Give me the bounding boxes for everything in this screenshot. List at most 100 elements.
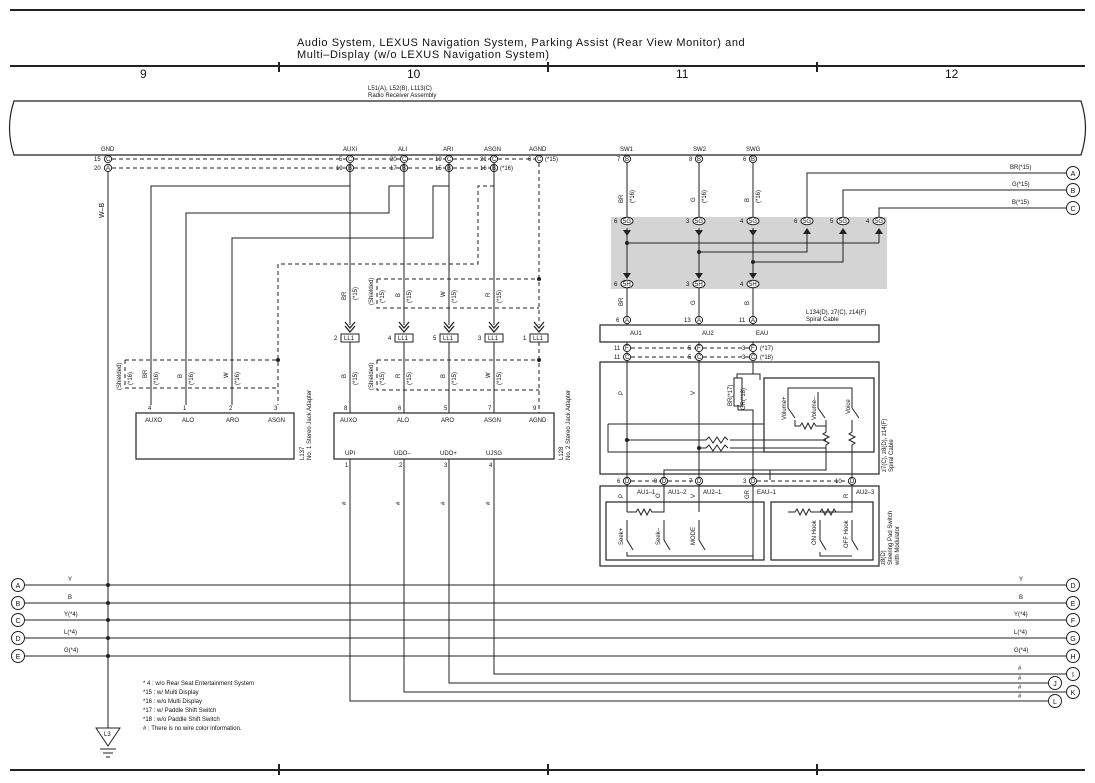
svg-text:20: 20	[94, 166, 101, 172]
svg-text:4: 4	[148, 406, 152, 412]
svg-text:11: 11	[614, 355, 621, 361]
terminal	[489, 154, 499, 164]
terminal	[103, 163, 113, 173]
svg-text:15: 15	[94, 157, 101, 163]
svg-text:B: B	[441, 374, 447, 378]
svg-text:B: B	[1071, 188, 1076, 195]
svg-text:17: 17	[390, 166, 397, 172]
diagram-title-line1: Audio System, LEXUS Navigation System, P…	[297, 37, 745, 49]
svg-text:(*16): (*16)	[702, 190, 708, 203]
svg-text:P: P	[619, 494, 625, 498]
offpage-connector-b	[11, 596, 25, 610]
svg-text:* 4 : w/o Rear Seat Entertainm: * 4 : w/o Rear Seat Entertainment System	[143, 681, 254, 687]
terminal	[345, 154, 355, 164]
svg-text:15: 15	[435, 166, 442, 172]
offpage-connector-d-right	[1066, 578, 1080, 592]
svg-text:(*15): (*15)	[380, 372, 386, 385]
svg-text:B(*15): B(*15)	[1012, 200, 1029, 206]
svg-text:5H: 5H	[749, 282, 757, 288]
svg-text:#: #	[396, 501, 402, 505]
svg-text:3: 3	[478, 336, 482, 342]
svg-text:G: G	[691, 300, 697, 305]
ground-symbol-icon	[95, 727, 121, 747]
terminal	[622, 154, 632, 164]
svg-text:J: J	[1053, 681, 1057, 688]
jack2-code: L128	[559, 446, 565, 460]
switch-code: z8(D)	[881, 550, 887, 565]
svg-text:1: 1	[183, 406, 187, 412]
svg-text:G(*4): G(*4)	[1014, 648, 1028, 654]
svg-text:A: A	[625, 318, 629, 324]
spiral-cable-body	[599, 361, 880, 475]
svg-text:(*15): (*15)	[497, 290, 503, 303]
svg-text:D: D	[15, 636, 20, 643]
svg-text:5: 5	[688, 355, 692, 361]
svg-text:6: 6	[616, 318, 620, 324]
offpage-connector-h	[1066, 649, 1080, 663]
svg-text:(*16): (*16)	[235, 372, 241, 385]
svg-text:5: 5	[830, 219, 834, 225]
svg-text:1: 1	[523, 336, 527, 342]
svg-text:L(*4): L(*4)	[1014, 630, 1027, 636]
svg-text:10: 10	[835, 479, 842, 485]
pin-swg-label: SWG	[746, 147, 761, 153]
footnotes: * 4 : w/o Rear Seat Entertainment System…	[143, 681, 254, 732]
svg-text:UDO–: UDO–	[394, 451, 411, 457]
svg-text:*16 : w/o Multi Display: *16 : w/o Multi Display	[143, 699, 202, 705]
svg-text:7: 7	[617, 157, 621, 163]
terminal	[399, 154, 409, 164]
svg-text:Seek+: Seek+	[619, 527, 625, 545]
svg-text:(*16): (*16)	[189, 372, 195, 385]
spiral-cable2-code: z7(C), z8(D), z14(F)	[882, 419, 888, 472]
svg-text:#: #	[1018, 676, 1022, 682]
svg-text:D: D	[697, 479, 702, 485]
svg-text:H: H	[1070, 654, 1075, 661]
svg-text:ARO: ARO	[226, 418, 239, 424]
svg-text:4: 4	[740, 219, 744, 225]
svg-text:(*15): (*15)	[407, 290, 413, 303]
svg-text:5H: 5H	[623, 282, 631, 288]
svg-text:4: 4	[866, 219, 870, 225]
svg-text:# : There is no wire color inf: # : There is no wire color information.	[143, 726, 242, 732]
svg-text:9: 9	[654, 479, 658, 485]
svg-text:8: 8	[344, 406, 348, 412]
svg-text:AGND: AGND	[529, 418, 547, 424]
svg-text:B: B	[745, 301, 751, 305]
offpage-connector-j	[1048, 676, 1062, 690]
spiral-cable-top	[599, 324, 880, 343]
svg-text:4: 4	[740, 282, 744, 288]
svg-text:BR: BR	[342, 291, 348, 300]
column-9: 9	[140, 67, 147, 81]
svg-text:GR: GR	[745, 489, 751, 499]
pin-auxi-label: AUXI	[343, 147, 357, 153]
switch-name: Steering Pad Switch	[888, 511, 894, 565]
svg-text:C: C	[15, 618, 20, 625]
svg-text:BR: BR	[619, 194, 625, 203]
svg-text:A: A	[697, 318, 701, 324]
svg-text:4: 4	[388, 336, 392, 342]
svg-text:MODE: MODE	[691, 527, 697, 545]
svg-text:UJSG: UJSG	[486, 451, 502, 457]
receiver-code: L51(A), L52(B), L113(C)	[368, 86, 432, 92]
svg-text:A: A	[1071, 171, 1076, 178]
terminal	[444, 154, 454, 164]
svg-text:C: C	[492, 157, 497, 163]
svg-text:B: B	[625, 157, 629, 163]
svg-text:C: C	[751, 355, 756, 361]
svg-text:11: 11	[739, 318, 746, 324]
svg-text:(Shielded): (Shielded)	[369, 363, 375, 390]
svg-text:Y(*4): Y(*4)	[1014, 612, 1028, 618]
svg-text:4: 4	[489, 463, 493, 469]
pin-ari-label: ARI	[443, 147, 453, 153]
svg-text:16: 16	[480, 166, 487, 172]
svg-text:LL1: LL1	[398, 336, 409, 342]
svg-text:(*16): (*16)	[500, 166, 513, 172]
offpage-connector-a	[11, 578, 25, 592]
svg-text:(*15): (*15)	[497, 372, 503, 385]
svg-text:AU2–3: AU2–3	[856, 490, 875, 496]
spiral-cable-name: Spiral Cable	[806, 317, 839, 323]
svg-text:G: G	[691, 197, 697, 202]
svg-text:BR: BR	[619, 297, 625, 306]
svg-text:F: F	[751, 346, 755, 352]
